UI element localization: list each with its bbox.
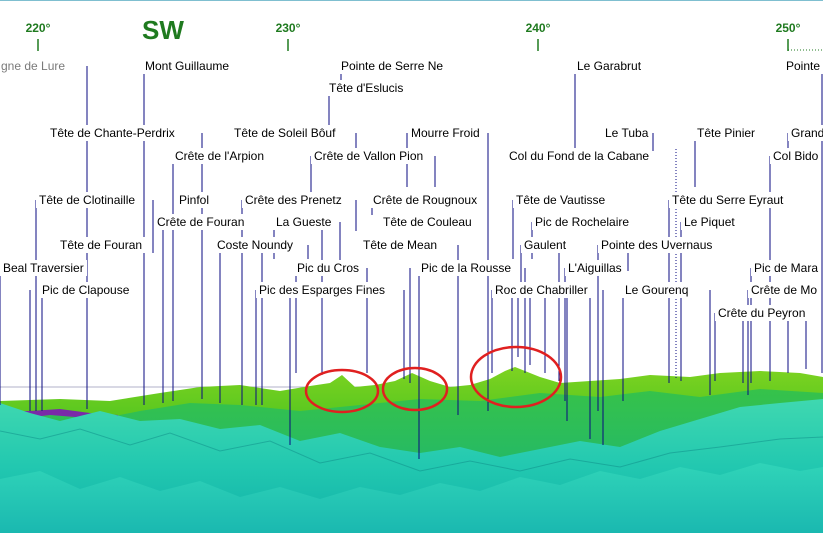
bearing-label: 220° (25, 21, 51, 35)
peak-label[interactable]: Tête de Couleau (380, 214, 475, 230)
peak-label[interactable]: Tête de Mean (360, 237, 441, 253)
peak-label[interactable]: Pic du Cros (294, 260, 363, 276)
peak-label[interactable]: Crête de Mo (748, 282, 821, 298)
peak-label[interactable]: Pinfol (176, 192, 213, 208)
peak-label[interactable]: Grand (788, 125, 823, 141)
peak-label[interactable]: Crête de Rougnoux (370, 192, 481, 208)
peak-label[interactable]: Crête de l'Arpion (172, 148, 268, 164)
peak-label[interactable]: Beal Traversier (0, 260, 87, 276)
peak-label[interactable]: Roc de Chabriller (492, 282, 591, 298)
highlight-circle-pic-du-cros (304, 368, 380, 414)
peak-label[interactable]: Crête de Vallon Pion (311, 148, 427, 164)
highlight-circle-tete-de-mean (381, 366, 449, 412)
peak-label[interactable]: Le Gourenq (622, 282, 692, 298)
peak-label[interactable]: Le Tuba (602, 125, 652, 141)
peak-label[interactable]: Col Bido (770, 148, 822, 164)
peak-label[interactable]: Tête de Chante-Perdrix (47, 125, 178, 141)
peak-label[interactable]: Gaulent (521, 237, 570, 253)
peak-label[interactable]: La Gueste (273, 214, 335, 230)
peak-label[interactable]: Le Piquet (681, 214, 738, 230)
peak-label[interactable]: L'Aiguillas (565, 260, 625, 276)
peak-label[interactable]: Pic de Rochelaire (532, 214, 633, 230)
peak-label[interactable]: Tête de Soleil Bôuf (231, 125, 339, 141)
peak-label[interactable]: Pointe (783, 58, 823, 74)
peak-label[interactable]: Col du Fond de la Cabane (506, 148, 653, 164)
bearing-label: 240° (525, 21, 551, 35)
peak-label[interactable]: gne de Lure (0, 58, 69, 74)
bearing-label: 250° (775, 21, 801, 35)
peak-label[interactable]: Pic des Esparges Fines (256, 282, 389, 298)
peak-label[interactable]: Pointe des Uvernaus (598, 237, 716, 253)
peak-label[interactable]: Tête de Fouran (57, 237, 146, 253)
bearing-label: 230° (275, 21, 301, 35)
peak-label[interactable]: Mourre Froid (408, 125, 483, 141)
highlight-circle-roc-de-chabriller (469, 345, 563, 409)
peak-label[interactable]: Pic de Clapouse (39, 282, 133, 298)
peak-label[interactable]: Crête du Peyron (715, 305, 809, 321)
peak-label[interactable]: Pointe de Serre Ne (338, 58, 447, 74)
ridge-shading (0, 428, 823, 472)
peak-label[interactable]: Crête des Prenetz (242, 192, 345, 208)
peak-label[interactable]: Tête de Vautisse (513, 192, 609, 208)
peak-label[interactable]: Tête Pinier (694, 125, 759, 141)
peak-label[interactable]: Le Garabrut (574, 58, 645, 74)
compass-direction: SW (142, 15, 184, 45)
peak-label[interactable]: Mont Guillaume (142, 58, 233, 74)
peak-label[interactable]: Coste Noundy (214, 237, 297, 253)
peak-label[interactable]: Crête de Fouran (154, 214, 248, 230)
nearest-ridge (0, 463, 823, 533)
peak-label[interactable]: Tête du Serre Eyraut (669, 192, 787, 208)
peak-label[interactable]: Tête d'Eslucis (326, 80, 407, 96)
peak-label[interactable]: Tête de Clotinaille (36, 192, 139, 208)
peak-label[interactable]: Pic de Mara (751, 260, 822, 276)
peak-label[interactable]: Pic de la Rousse (418, 260, 515, 276)
